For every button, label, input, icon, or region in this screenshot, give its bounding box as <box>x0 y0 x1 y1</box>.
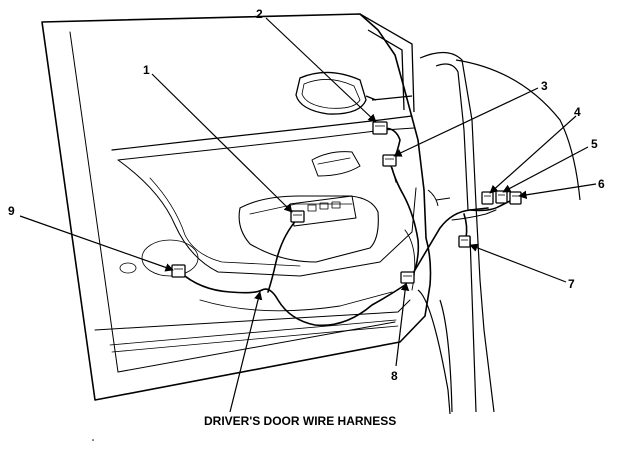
body-pillar <box>417 51 581 415</box>
leader-lines <box>19 17 597 413</box>
callout-5: 5 <box>591 137 598 151</box>
leader-2 <box>265 17 377 123</box>
connector-3 <box>382 154 397 167</box>
callout-3: 3 <box>541 79 548 93</box>
leader-4 <box>489 115 577 194</box>
door-panel <box>41 13 432 401</box>
leader-1 <box>151 73 293 213</box>
connector-9 <box>171 264 186 278</box>
callout-6: 6 <box>598 177 605 191</box>
callout-1: 1 <box>143 63 150 77</box>
side-mirror <box>295 71 377 115</box>
callout-8: 8 <box>391 369 398 383</box>
leader-harness <box>229 291 263 413</box>
callout-labels: 1 2 3 4 5 6 7 8 9 <box>8 7 605 383</box>
wire-harness <box>179 127 513 327</box>
window-frame <box>359 13 415 113</box>
leader-7 <box>469 243 567 283</box>
connectors <box>171 121 522 284</box>
stray-dot <box>92 439 94 441</box>
connector-7 <box>458 235 471 248</box>
connector-8 <box>400 271 415 284</box>
harness-label: DRIVER'S DOOR WIRE HARNESS <box>204 414 396 428</box>
callout-2: 2 <box>256 7 263 21</box>
leader-6 <box>518 183 597 199</box>
connector-1 <box>290 210 305 223</box>
callout-4: 4 <box>574 105 581 119</box>
leader-9 <box>19 215 174 272</box>
connector-6 <box>509 191 522 205</box>
connector-2 <box>372 121 388 135</box>
callout-9: 9 <box>8 204 15 218</box>
callout-7: 7 <box>568 277 575 291</box>
connector-5 <box>495 190 508 204</box>
leader-8 <box>395 282 410 367</box>
leader-5 <box>502 146 589 193</box>
leader-3 <box>393 87 539 157</box>
connector-4 <box>481 191 494 205</box>
